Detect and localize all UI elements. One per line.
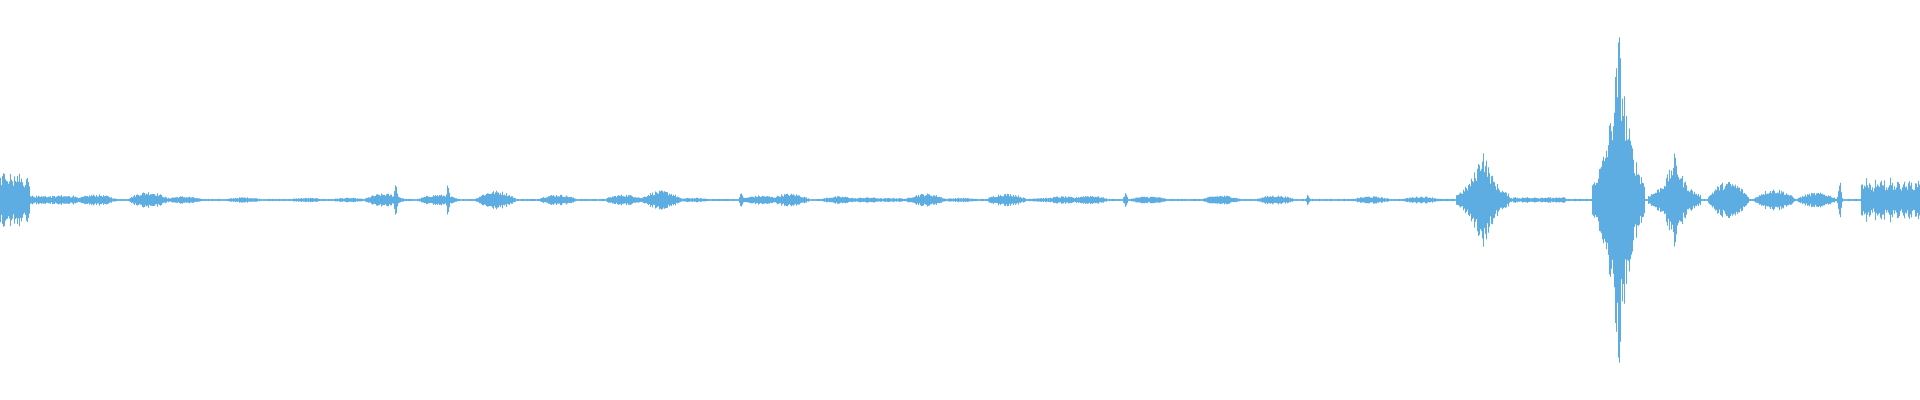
waveform-graph bbox=[0, 37, 1920, 363]
audio-waveform bbox=[0, 37, 1920, 363]
